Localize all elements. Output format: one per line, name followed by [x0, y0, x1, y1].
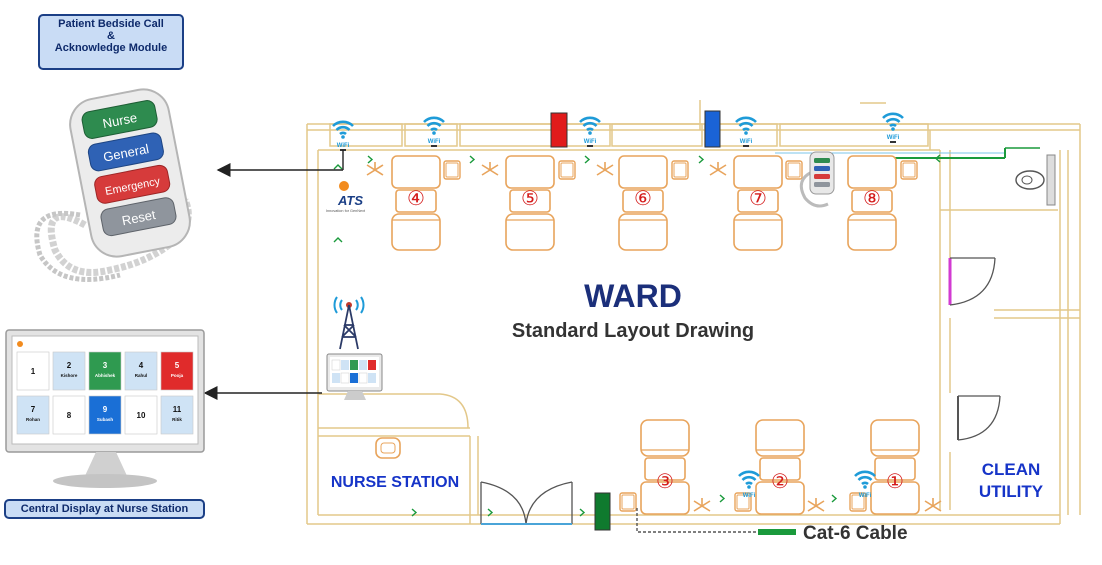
display-tile-name: Rohan	[26, 417, 40, 422]
clean-utility-label: CLEAN	[982, 460, 1041, 479]
toilet-icon	[1015, 154, 1056, 206]
display-tile-name: Pooja	[171, 373, 184, 378]
ward-title: WARD	[584, 278, 682, 314]
clean-utility-label: UTILITY	[979, 482, 1044, 501]
svg-text:WiFi: WiFi	[740, 139, 753, 145]
display-tile-number: 9	[103, 405, 108, 414]
svg-text:WiFi: WiFi	[428, 139, 441, 145]
cat6-cable-line	[636, 508, 760, 533]
wifi-icon: WiFi	[578, 116, 602, 147]
display-tile-number: 5	[175, 361, 180, 370]
bed-number: ①	[886, 471, 904, 493]
cable-label: Cat-6 Cable	[803, 523, 908, 544]
mini-handset-icon	[799, 151, 835, 208]
display-tile-number: 7	[31, 405, 36, 414]
display-tile-name: Rahul	[135, 373, 148, 378]
blue-device	[704, 110, 721, 148]
display-tile	[52, 395, 86, 435]
bedside-handset: Nurse General Emergency Reset	[34, 88, 192, 282]
svg-text:WiFi: WiFi	[743, 493, 756, 499]
antenna-tower-icon	[333, 296, 365, 350]
wifi-icon: WiFi	[853, 470, 877, 499]
cat6-cable-sample	[758, 529, 796, 535]
entrance-door	[480, 481, 573, 525]
wifi-icon: WiFi	[737, 470, 761, 499]
nurse-button-label: Nurse	[101, 110, 138, 131]
display-tile-number: 10	[137, 411, 146, 420]
bed-number: ⑤	[521, 188, 539, 210]
ward-subtitle: Standard Layout Drawing	[512, 320, 754, 342]
display-tile	[88, 351, 122, 391]
display-tile-name: Kishore	[61, 373, 78, 378]
bed-number: ②	[771, 471, 789, 493]
display-tile-name: Subash	[97, 417, 114, 422]
central-display-callout: Central Display at Nurse Station	[4, 499, 205, 519]
wifi-icon: WiFi	[422, 116, 446, 147]
wifi-icon: WiFi	[881, 112, 905, 143]
wifi-icon: WiFi	[734, 116, 758, 147]
display-tile-name: Ritik	[172, 417, 182, 422]
display-tile-number: 11	[173, 405, 182, 414]
bed-number: ③	[656, 471, 674, 493]
top-bed-numbers: ④ ⑤ ⑥ ⑦ ⑧	[407, 188, 881, 210]
svg-text:WiFi: WiFi	[859, 493, 872, 499]
display-tile-number: 2	[67, 361, 72, 370]
svg-text:WiFi: WiFi	[887, 135, 900, 141]
bottom-beds	[619, 419, 942, 515]
display-tile	[160, 395, 194, 435]
nurse-station-label: NURSE STATION	[331, 474, 459, 491]
callout-line: &	[107, 30, 115, 42]
callout-line: Patient Bedside Call	[58, 18, 164, 30]
red-device	[550, 112, 568, 148]
bed-number: ⑦	[749, 188, 767, 210]
display-tile-number: 1	[31, 367, 36, 376]
svg-text:WiFi: WiFi	[584, 139, 597, 145]
svg-text:ATS: ATS	[337, 193, 363, 208]
display-tile-number: 3	[103, 361, 108, 370]
ats-logo-icon: ATS Innovation for GenNext	[326, 181, 366, 213]
green-device	[594, 492, 611, 531]
display-tile	[160, 351, 194, 391]
svg-text:Innovation for GenNext: Innovation for GenNext	[326, 209, 366, 213]
bed-number: ④	[407, 188, 425, 210]
display-tile	[124, 395, 158, 435]
display-tile-number: 8	[67, 411, 72, 420]
svg-text:WiFi: WiFi	[337, 143, 350, 149]
callout-line: Acknowledge Module	[54, 42, 168, 54]
side-door	[948, 257, 1001, 441]
nurse-chair-icon	[375, 437, 401, 459]
display-tile	[52, 351, 86, 391]
bed-number: ⑧	[863, 188, 881, 210]
display-tile	[16, 395, 50, 435]
bed-number: ⑥	[634, 188, 652, 210]
display-tile-name: Abhishek	[95, 373, 116, 378]
bottom-bed-numbers: ③ ② ①	[656, 471, 904, 493]
display-tile	[124, 351, 158, 391]
display-tile-number: 4	[139, 361, 144, 370]
display-tile	[88, 395, 122, 435]
mini-monitor-icon	[326, 353, 383, 400]
cable-chevrons	[333, 154, 941, 517]
display-tile	[16, 351, 50, 391]
reset-button-label: Reset	[121, 207, 158, 228]
bedside-module-callout: Patient Bedside Call & Acknowledge Modul…	[38, 14, 184, 70]
